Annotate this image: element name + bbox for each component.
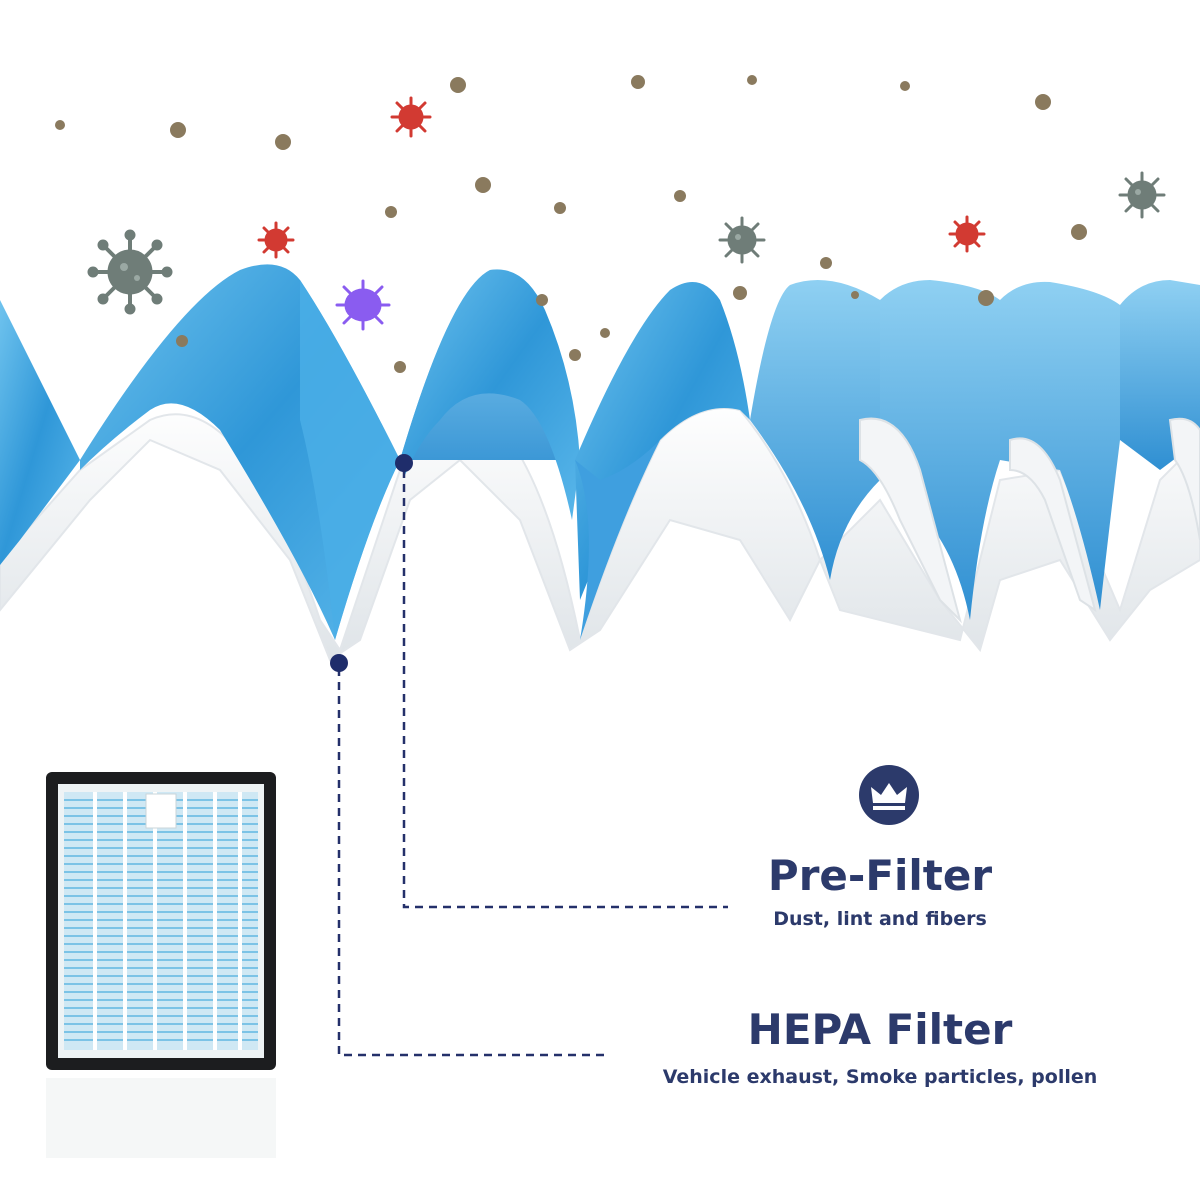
pleat — [575, 440, 660, 640]
pleat — [0, 300, 80, 565]
dust-particle — [820, 257, 832, 269]
dust-particle — [170, 122, 186, 138]
dust-particle — [674, 190, 686, 202]
virus-icon — [948, 215, 986, 253]
dust-particle — [631, 75, 645, 89]
dust-particle — [394, 361, 406, 373]
crown-icon — [859, 765, 919, 825]
hepa-leader-line — [337, 668, 608, 1057]
dust-particle — [747, 75, 757, 85]
pleat — [750, 280, 880, 580]
callout-lines — [337, 470, 728, 1057]
virus-icon — [87, 229, 173, 315]
pleat-core — [859, 417, 962, 624]
hepa-title: HEPA Filter — [747, 1005, 1013, 1054]
hepa-marker-dot — [330, 654, 348, 672]
dust-particle — [733, 286, 747, 300]
virus-icon — [718, 216, 766, 264]
prefilter-marker-dot — [395, 454, 413, 472]
dust-particle — [385, 206, 397, 218]
virus-particles — [87, 96, 1166, 331]
dust-particle — [1035, 94, 1051, 110]
pleat — [400, 269, 580, 520]
pull-tab — [145, 793, 177, 829]
dust-particle — [536, 294, 548, 306]
dust-particle — [450, 77, 466, 93]
dust-particle — [475, 177, 491, 193]
pleated-filter-media — [0, 264, 1200, 662]
dust-particles — [55, 75, 1087, 373]
dust-particle — [851, 291, 859, 299]
pleat-face — [300, 280, 400, 640]
virus-icon — [257, 221, 295, 259]
dust-particle — [978, 290, 994, 306]
pleat-core — [1009, 437, 1097, 613]
dust-particle — [554, 202, 566, 214]
dust-particle — [275, 134, 291, 150]
hepa-description: Vehicle exhaust, Smoke particles, pollen — [662, 1066, 1098, 1088]
dust-particle — [569, 349, 581, 361]
virus-icon — [1118, 171, 1166, 219]
prefilter-callout: Pre-Filter Dust, lint and fibers — [700, 848, 1060, 934]
pleat — [1000, 281, 1120, 610]
dust-particle — [600, 328, 610, 338]
hepa-callout: HEPA Filter Vehicle exhaust, Smoke parti… — [560, 1000, 1200, 1092]
filter-product-image — [46, 772, 276, 1158]
prefilter-description: Dust, lint and fibers — [773, 908, 987, 930]
dust-particle — [1071, 224, 1087, 240]
dust-particle — [176, 335, 188, 347]
pleat — [880, 280, 1000, 620]
prefilter-leader-line — [402, 470, 728, 909]
virus-icon — [335, 279, 391, 331]
dust-particle — [900, 81, 910, 91]
prefilter-title: Pre-Filter — [767, 851, 993, 900]
virus-icon — [390, 96, 432, 138]
dust-particle — [55, 120, 65, 130]
pleat — [575, 282, 750, 600]
